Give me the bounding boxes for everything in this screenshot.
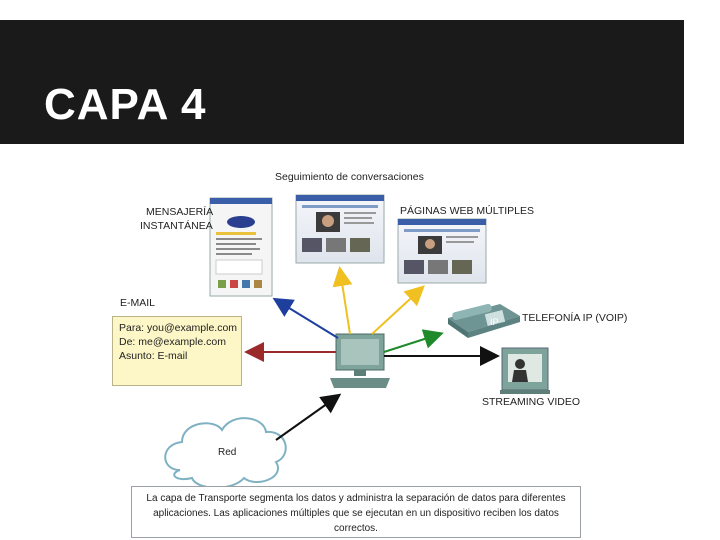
diagram-heading: Seguimiento de conversaciones (275, 171, 424, 183)
arrow-from-network (275, 393, 342, 441)
arrow-to-voip (383, 329, 444, 353)
central-computer-icon (330, 333, 390, 388)
email-label: E-MAIL (120, 297, 156, 309)
im-window-thumbnail (209, 197, 273, 297)
web-pages-label: PÁGINAS WEB MÚLTIPLES (400, 205, 535, 217)
email-to: Para: you@example.com (119, 322, 238, 334)
video-monitor-icon (500, 347, 550, 394)
email-from: De: me@example.com (119, 336, 226, 348)
web-page-thumbnail-1 (295, 194, 385, 264)
arrow-to-im (272, 297, 339, 339)
slide-title: CAPA 4 (44, 80, 207, 129)
arrow-to-web-1 (332, 266, 353, 335)
email-box: Para: you@example.com De: me@example.com… (112, 316, 242, 386)
network-cloud-icon (164, 417, 287, 489)
ip-phone-icon (448, 303, 520, 338)
email-subject: Asunto: E-mail (119, 350, 188, 362)
arrow-to-web-2 (371, 285, 425, 335)
caption-box: La capa de Transporte segmenta los datos… (131, 486, 581, 538)
im-label-line1: MENSAJERÍA (146, 206, 214, 218)
web-page-thumbnail-2 (397, 218, 487, 284)
title-bar (0, 20, 684, 144)
phone-ip-tag: IP (490, 317, 499, 327)
voip-label: TELEFONÍA IP (VOIP) (522, 312, 628, 324)
video-label: STREAMING VIDEO (482, 396, 581, 408)
im-label-line2: INSTANTÁNEA (140, 220, 213, 232)
network-label: Red (218, 447, 237, 458)
